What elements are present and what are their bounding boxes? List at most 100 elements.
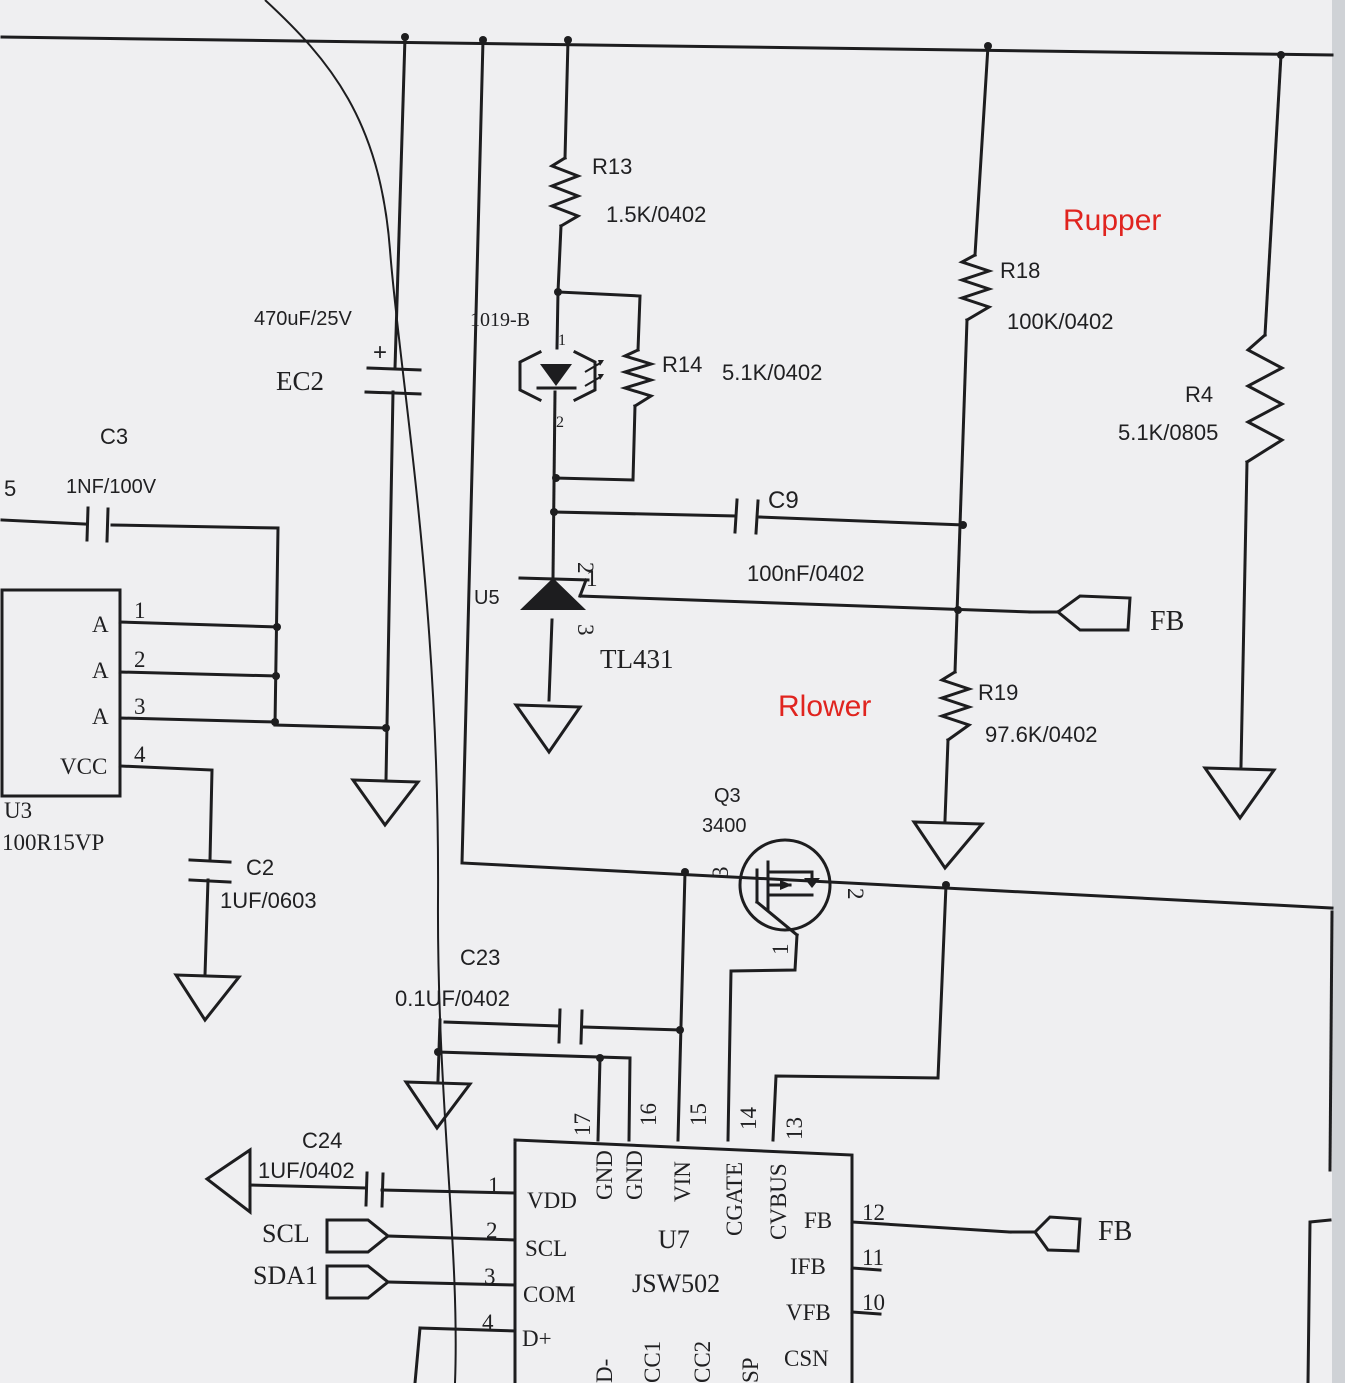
- capacitor-c2-symbol: [188, 858, 232, 884]
- u3-pin-a3-name: A: [92, 704, 109, 729]
- r4-ref-label: R4: [1185, 382, 1213, 407]
- u7-pin-vfb-name: VFB: [786, 1300, 831, 1325]
- wire-network: [0, 35, 1334, 1383]
- r19-value-label: 97.6K/0402: [985, 722, 1098, 747]
- u7-pin-ifb-name: IFB: [790, 1254, 826, 1279]
- u7-bottom-dminus: D-: [592, 1359, 617, 1383]
- c2-value-label: 1UF/0603: [220, 888, 317, 913]
- c24-ref-label: C24: [302, 1128, 342, 1153]
- resistor-r4-symbol: [1244, 332, 1286, 465]
- u7-ref-label: U7: [658, 1225, 690, 1254]
- c23-value-label: 0.1UF/0402: [395, 986, 510, 1011]
- q3-value-label: 3400: [702, 815, 747, 837]
- ec2-ref-label: EC2: [276, 366, 324, 396]
- u5-pin-1: 1: [586, 566, 598, 591]
- u7-pin-vin-name: VIN: [670, 1161, 695, 1202]
- c9-value-label: 100nF/0402: [747, 561, 864, 586]
- net-fb-u7: FB: [1098, 1216, 1132, 1247]
- optocoupler-symbol: [518, 349, 604, 403]
- opto-pin-1: 1: [558, 332, 566, 349]
- opto-ref-label: 1019-B: [470, 309, 530, 331]
- junction-dots: [271, 33, 1285, 1062]
- u7-value-label: JSW502: [632, 1269, 720, 1298]
- net-scl: SCL: [262, 1219, 310, 1248]
- u5-ref-label: U5: [474, 587, 500, 609]
- u7-pin-17-num: 17: [570, 1113, 595, 1136]
- q3-pin-3: 3: [708, 867, 733, 879]
- u3-pin-4-num: 4: [134, 742, 146, 767]
- r4-value-label: 5.1K/0805: [1118, 420, 1218, 445]
- ec2-value-label: 470uF/25V: [254, 308, 353, 330]
- u7-bottom-cc2: CC2: [690, 1341, 715, 1383]
- net-sda1: SDA1: [253, 1261, 318, 1290]
- c3-ref-label: C3: [100, 424, 128, 449]
- u7-pin-1-num: 1: [488, 1173, 500, 1198]
- u3-pin-vcc-name: VCC: [60, 754, 107, 779]
- c2-ref-label: C2: [246, 855, 274, 880]
- c24-value-label: 1UF/0402: [258, 1158, 355, 1183]
- annotation-rupper: Rupper: [1063, 204, 1161, 237]
- tl431-symbol: [518, 576, 590, 610]
- u7-pin-16-num: 16: [636, 1103, 661, 1126]
- u3-left-pin-fragment: 5: [4, 476, 16, 501]
- q3-ref-label: Q3: [714, 785, 741, 807]
- capacitor-c9-symbol: [733, 498, 760, 535]
- capacitor-ec2-symbol: [364, 366, 422, 396]
- annotation-rlower: Rlower: [778, 690, 871, 723]
- u7-pin-gnd17-name: GND: [592, 1150, 617, 1200]
- ic-u3-box: [0, 588, 122, 798]
- c9-ref-label: C9: [768, 487, 799, 514]
- u5-pin-3: 3: [573, 624, 598, 636]
- u3-pin-a2-name: A: [92, 658, 109, 683]
- u7-pin-4-num: 4: [482, 1310, 494, 1335]
- u7-pin-12-num: 12: [862, 1200, 885, 1225]
- capacitor-c23-symbol: [557, 1008, 584, 1045]
- u3-value-label: 100R15VP: [2, 830, 104, 855]
- resistor-r13-symbol: [547, 155, 583, 229]
- u7-bottom-sp: SP: [738, 1357, 763, 1383]
- resistor-r19-symbol: [937, 669, 974, 743]
- u7-pin-dplus-name: D+: [522, 1326, 552, 1351]
- u3-pin-3-num: 3: [134, 694, 146, 719]
- r18-ref-label: R18: [1000, 258, 1040, 283]
- u7-pin-2-num: 2: [486, 1218, 498, 1243]
- capacitor-c24-symbol: [364, 1171, 385, 1208]
- u7-pin-vdd-name: VDD: [527, 1188, 577, 1213]
- r18-value-label: 100K/0402: [1007, 309, 1113, 334]
- u7-pin-gnd16-name: GND: [622, 1150, 647, 1200]
- u7-pin-13-num: 13: [782, 1117, 807, 1140]
- c3-value-label: 1NF/100V: [66, 476, 157, 498]
- u3-ref-label: U3: [4, 798, 32, 823]
- u7-pin-com-name: COM: [523, 1282, 575, 1307]
- net-flags: [325, 594, 1132, 1300]
- u5-pin-2: 2: [573, 562, 598, 574]
- net-fb-top: FB: [1150, 606, 1184, 637]
- u3-pin-a1-name: A: [92, 612, 109, 637]
- r14-ref-label: R14: [662, 352, 702, 377]
- ic-u7-box: [513, 1138, 854, 1383]
- r14-value-label: 5.1K/0402: [722, 360, 822, 385]
- r19-ref-label: R19: [978, 680, 1018, 705]
- ec2-polarity-mark: +: [373, 339, 387, 366]
- stray-cable: [264, 0, 457, 1383]
- mosfet-q3-symbol: [738, 838, 832, 938]
- u7-pin-scl-name: SCL: [525, 1236, 567, 1261]
- u7-pin-15-num: 15: [686, 1103, 711, 1126]
- r13-ref-label: R13: [592, 154, 632, 179]
- u3-pin-2-num: 2: [134, 647, 146, 672]
- resistor-r14-symbol: [619, 348, 657, 409]
- u7-pin-14-num: 14: [736, 1107, 761, 1131]
- resistor-r18-symbol: [957, 252, 994, 323]
- opto-pin-2: 2: [556, 414, 564, 431]
- u7-pin-fb-name: FB: [804, 1208, 832, 1233]
- c23-ref-label: C23: [460, 945, 500, 970]
- u5-value-label: TL431: [600, 644, 674, 674]
- u7-pin-cgate-name: CGATE: [722, 1162, 747, 1236]
- r13-value-label: 1.5K/0402: [606, 202, 706, 227]
- u3-pin-1-num: 1: [134, 598, 146, 623]
- q3-pin-1: 1: [768, 944, 793, 956]
- paper-edge: [1332, 0, 1345, 1383]
